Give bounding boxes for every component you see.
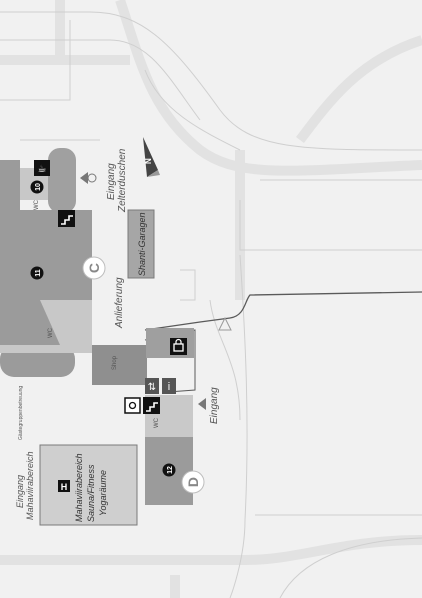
building-d-label: D: [185, 477, 201, 487]
compass-label: N: [144, 158, 153, 164]
info-icon: i: [162, 378, 176, 394]
entrance-arrow-top: [80, 172, 88, 184]
building-complex-c: [0, 148, 147, 385]
marker-11-label: 11: [35, 269, 42, 277]
label-wc-mid: WC: [48, 327, 54, 338]
entrance-arrow-right: [198, 398, 206, 410]
building-c-label: C: [86, 263, 102, 273]
building-d-marker: D: [181, 470, 205, 494]
walkway-outlines: [0, 11, 422, 598]
label-maha-block-1: Mahaviirabereich: [74, 453, 84, 522]
label-wc-bottom: WC: [154, 417, 160, 428]
marker-11: 11: [30, 266, 44, 280]
svg-text:i: i: [168, 381, 170, 393]
marker-12-label: 12: [167, 466, 174, 474]
marker-10-label: 10: [35, 183, 42, 191]
label-maha-entrance-area: Mahaviirabereich: [25, 451, 35, 520]
elevator-icon: ⇅: [145, 378, 159, 394]
label-shop: Shop: [112, 355, 118, 370]
main-route-line: [144, 291, 422, 331]
label-gaestebetreuung: Gästegruppenbetreuung: [18, 386, 24, 440]
svg-text:H: H: [61, 482, 68, 492]
label-maha-block-2: Sauna/Fitness: [86, 464, 96, 522]
building-c-marker: C: [82, 256, 106, 280]
label-eingang-maha: Eingang: [15, 475, 25, 508]
cafe-icon: ☕: [34, 160, 50, 176]
label-shanti-garagen: Shanti-Garagen: [137, 212, 147, 276]
hotel-icon: H: [58, 480, 70, 492]
shower-icon: [87, 173, 97, 183]
marker-10: 10: [30, 180, 44, 194]
label-eingang-top: Eingang: [106, 163, 117, 200]
svg-text:☕: ☕: [38, 164, 47, 175]
label-anlieferung: Anlieferung: [114, 277, 125, 329]
label-zelterduschen: Zelterduschen: [117, 148, 128, 213]
svg-text:⇅: ⇅: [148, 382, 156, 393]
entrance-marker-road: [218, 316, 232, 331]
compass-icon: N: [143, 137, 160, 177]
bag-icon: [170, 338, 187, 355]
stairs-icon-bottom: [143, 397, 160, 414]
stairs-icon-top: [58, 210, 75, 227]
atm-icon: [124, 397, 141, 414]
label-maha-block-3: Yogaräume: [98, 470, 108, 516]
label-eingang-right: Eingang: [209, 387, 220, 424]
mahaviira-building: [39, 444, 138, 526]
marker-12: 12: [162, 463, 176, 477]
shanti-garagen-building: [127, 209, 155, 279]
label-wc-top: WC: [34, 199, 40, 210]
